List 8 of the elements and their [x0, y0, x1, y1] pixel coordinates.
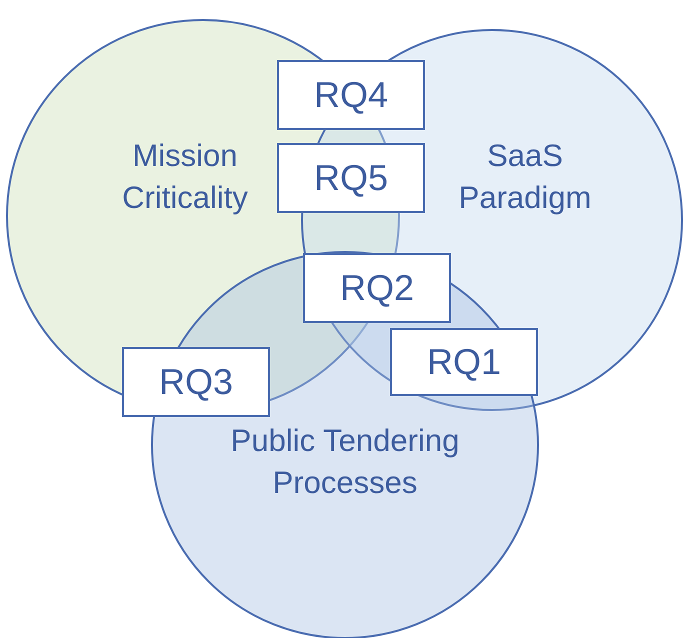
question-label: RQ4 — [277, 60, 425, 130]
question-label: RQ2 — [303, 253, 451, 323]
question-label: RQ5 — [277, 143, 425, 213]
question-label: RQ1 — [390, 328, 538, 396]
circle-label: SaaS Paradigm — [458, 137, 592, 217]
circle-label: Mission Criticality — [121, 137, 249, 217]
question-label: RQ3 — [122, 347, 270, 417]
circle-label: Public Tendering Processes — [230, 422, 460, 502]
